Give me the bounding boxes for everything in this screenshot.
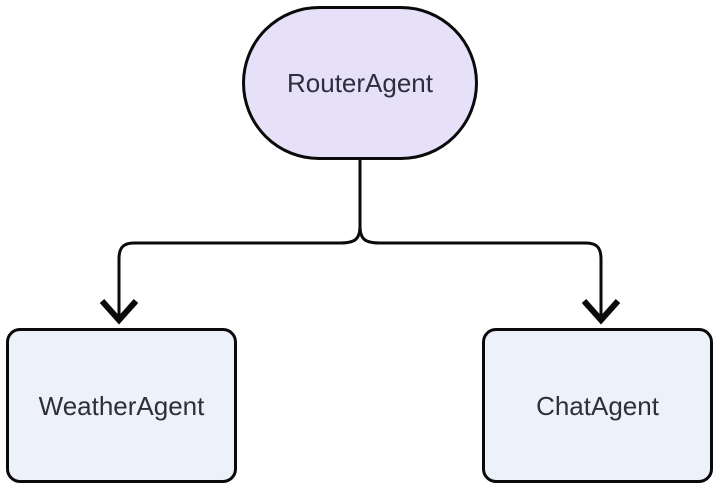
edge-router-to-chatagent xyxy=(358,160,603,318)
node-router-agent: RouterAgent xyxy=(242,6,478,160)
node-chat-agent: ChatAgent xyxy=(482,328,713,483)
node-chat-agent-label: ChatAgent xyxy=(536,390,659,421)
node-weather-agent-label: WeatherAgent xyxy=(38,390,205,421)
edge-router-to-weatheragent xyxy=(117,160,362,318)
arrowhead-chatagent-icon xyxy=(581,298,621,325)
node-router-agent-label: RouterAgent xyxy=(287,68,433,98)
arrowhead-weatheragent-icon xyxy=(99,298,139,325)
node-weather-agent: WeatherAgent xyxy=(6,328,237,483)
